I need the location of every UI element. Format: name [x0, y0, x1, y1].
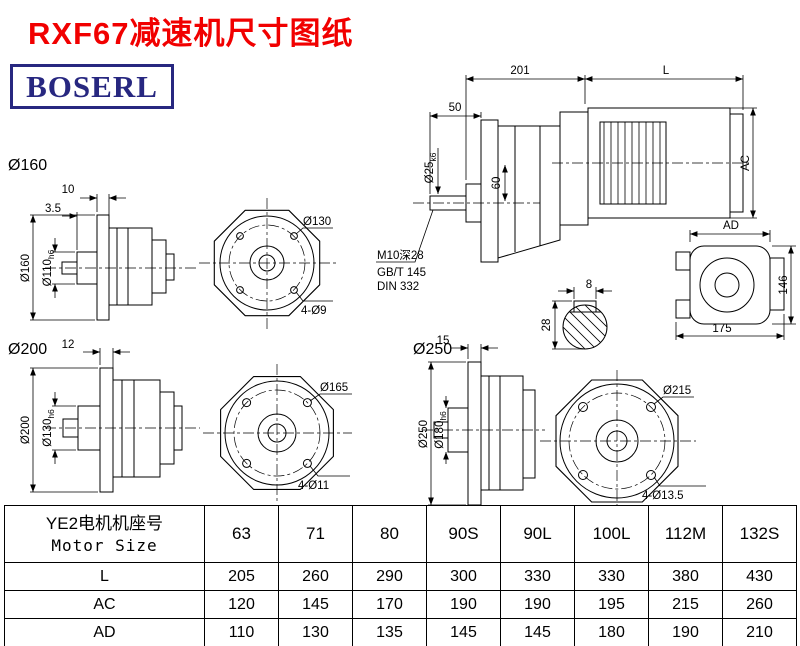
cell-L-4: 330: [500, 562, 575, 591]
dim-f160-holes: 4-Ø9: [301, 305, 327, 317]
cell-AC-7: 260: [722, 590, 797, 619]
header-en: Motor Size: [51, 535, 158, 555]
dim-f250-flange-width: 15: [437, 335, 450, 347]
view-flange160-front: Ø130 4-Ø9: [199, 198, 336, 330]
cell-AC-3: 190: [426, 590, 501, 619]
col-header-100L: 100L: [574, 505, 649, 563]
view-motor-end: AD 146 175: [675, 220, 796, 340]
dim-f160-bolt-circle: Ø130: [303, 216, 331, 228]
dim-main-L: L: [663, 65, 670, 77]
dim-f200-od: Ø200: [20, 416, 32, 444]
view-flange160-side: 10 3.5 Ø160 Ø110h6: [20, 184, 196, 321]
note-std1: GB/T 145: [377, 267, 426, 279]
section-label-160: Ø160: [8, 157, 47, 174]
dim-main-shaft: Ø25k6: [424, 152, 438, 183]
cell-L-6: 380: [648, 562, 723, 591]
dim-f160-lip: 3.5: [45, 203, 61, 215]
row-label-AC: AC: [4, 590, 205, 619]
cell-AD-2: 135: [352, 618, 427, 646]
dim-f160-flange-width: 10: [62, 184, 75, 196]
boserl-logo-text: BOSERL: [26, 68, 158, 104]
note-tap: M10深28: [377, 248, 424, 262]
section-label-250: Ø250: [413, 341, 452, 358]
cell-AD-4: 145: [500, 618, 575, 646]
view-flange200-side: 12 Ø200 Ø130h6: [20, 339, 200, 493]
page-title: RXF67减速机尺寸图纸: [28, 16, 354, 51]
boserl-logo-box: BOSERL: [10, 64, 174, 109]
dim-side-146: 146: [778, 275, 790, 294]
dim-f200-flange-width: 12: [62, 339, 75, 351]
view-main-assembly: 201 L 50 Ø25k6 60 AC M10深28 GB/T 145 DIN…: [376, 65, 757, 293]
table-row-L: L 205 260 290 300 330 330 380 430: [4, 562, 797, 591]
cell-AD-0: 110: [204, 618, 279, 646]
dim-f200-hub: Ø130h6: [42, 409, 56, 447]
cell-AD-3: 145: [426, 618, 501, 646]
table-header-motor-size: YE2电机机座号 Motor Size: [4, 505, 205, 563]
view-flange250-side: 15 Ø250 Ø180h6: [418, 335, 545, 505]
col-header-90S: 90S: [426, 505, 501, 563]
col-header-80: 80: [352, 505, 427, 563]
cell-AC-6: 215: [648, 590, 723, 619]
dim-main-201: 201: [510, 65, 529, 77]
table-header-row: YE2电机机座号 Motor Size 63 71 80 90S 90L 100…: [4, 505, 797, 563]
cell-L-0: 205: [204, 562, 279, 591]
dim-f200-holes: 4-Ø11: [298, 480, 329, 492]
dim-f250-hub: Ø180h6: [434, 411, 448, 449]
dim-f250-holes: 4-Ø13.5: [642, 490, 684, 502]
section-label-200: Ø200: [8, 341, 47, 358]
dim-f250-bolt-circle: Ø215: [663, 385, 691, 397]
view-flange250-front: Ø215 4-Ø13.5: [540, 370, 706, 505]
cell-L-7: 430: [722, 562, 797, 591]
cell-L-1: 260: [278, 562, 353, 591]
cell-AC-1: 145: [278, 590, 353, 619]
table-row-AC: AC 120 145 170 190 190 195 215 260: [4, 590, 797, 619]
row-label-AD: AD: [4, 618, 205, 646]
technical-drawing: Ø160 Ø200 Ø250 10 3.5 Ø160 Ø110h6: [8, 65, 796, 505]
cell-AD-1: 130: [278, 618, 353, 646]
cell-AC-2: 170: [352, 590, 427, 619]
cell-L-3: 300: [426, 562, 501, 591]
motor-size-table: YE2电机机座号 Motor Size 63 71 80 90S 90L 100…: [4, 505, 797, 646]
view-shaft-key-section: 8 28: [541, 279, 612, 350]
cell-AC-0: 120: [204, 590, 279, 619]
col-header-112M: 112M: [648, 505, 723, 563]
dim-f200-bolt-circle: Ø165: [320, 382, 348, 394]
row-label-L: L: [4, 562, 205, 591]
cell-AC-5: 195: [574, 590, 649, 619]
dim-key-width: 8: [586, 279, 592, 291]
col-header-90L: 90L: [500, 505, 575, 563]
col-header-63: 63: [204, 505, 279, 563]
cell-AC-4: 190: [500, 590, 575, 619]
dim-f160-hub: Ø110h6: [42, 249, 56, 286]
dim-main-AC: AC: [740, 155, 752, 171]
dim-f160-od: Ø160: [20, 254, 32, 282]
dim-side-175: 175: [712, 323, 731, 335]
cell-AD-7: 210: [722, 618, 797, 646]
col-header-71: 71: [278, 505, 353, 563]
dim-side-AD: AD: [723, 220, 739, 232]
col-header-132S: 132S: [722, 505, 797, 563]
dim-main-50: 50: [449, 102, 462, 114]
dim-key-height: 28: [541, 319, 553, 332]
dim-f250-od: Ø250: [418, 420, 430, 448]
note-std2: DIN 332: [377, 281, 419, 293]
dim-main-60: 60: [491, 177, 503, 190]
view-flange200-front: Ø165 4-Ø11: [203, 364, 352, 503]
cell-AD-6: 190: [648, 618, 723, 646]
cell-AD-5: 180: [574, 618, 649, 646]
cell-L-5: 330: [574, 562, 649, 591]
table-row-AD: AD 110 130 135 145 145 180 190 210: [4, 618, 797, 646]
header-cn: YE2电机机座号: [45, 514, 164, 534]
cell-L-2: 290: [352, 562, 427, 591]
